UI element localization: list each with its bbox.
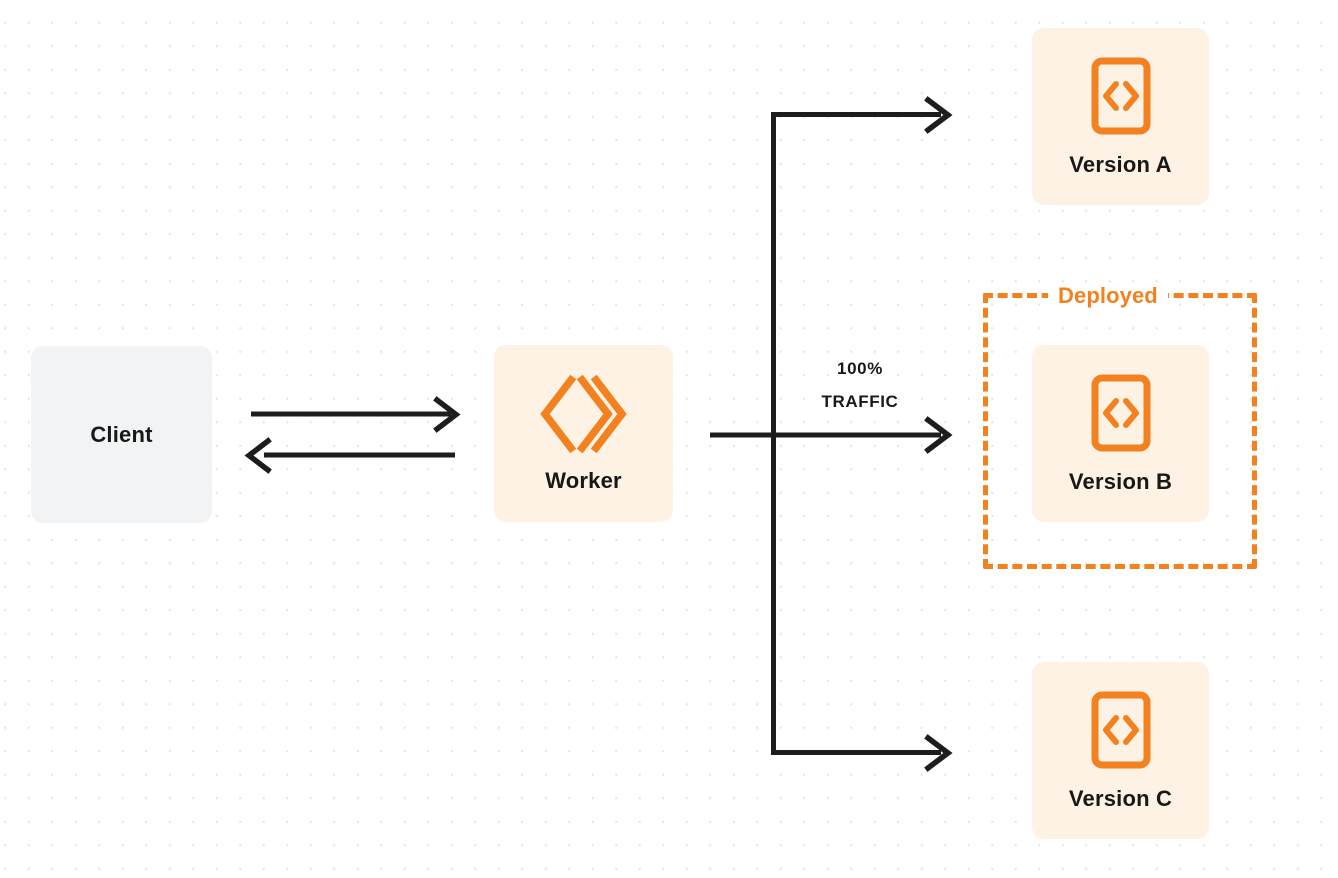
edge-to-version-a-arrowhead	[924, 96, 953, 134]
traffic-caption: TRAFFIC	[821, 392, 899, 411]
cloudflare-workers-icon	[538, 374, 630, 454]
node-worker[interactable]: Worker	[494, 345, 673, 522]
traffic-annotation: 100% TRAFFIC	[790, 352, 930, 418]
code-brackets-icon	[1090, 373, 1152, 453]
node-version-a[interactable]: Version A	[1032, 28, 1209, 205]
edge-client-to-worker-arrowhead	[433, 396, 461, 433]
node-worker-label: Worker	[545, 467, 622, 493]
traffic-percent: 100%	[837, 359, 883, 378]
node-client-label: Client	[90, 421, 153, 447]
edge-worker-to-client-arrowhead	[244, 437, 272, 474]
edge-to-version-c-arrowhead	[924, 734, 953, 772]
node-version-b[interactable]: Version B	[1032, 345, 1209, 522]
deployed-group-label: Deployed	[1048, 285, 1168, 307]
node-version-a-label: Version A	[1069, 151, 1172, 177]
node-client[interactable]: Client	[31, 346, 212, 523]
edge-to-version-b-arrowhead	[924, 416, 953, 454]
node-version-c[interactable]: Version C	[1032, 662, 1209, 839]
node-version-b-label: Version B	[1068, 468, 1173, 494]
node-version-c-label: Version C	[1068, 785, 1173, 811]
code-brackets-icon	[1090, 690, 1152, 770]
code-brackets-icon	[1090, 56, 1152, 136]
